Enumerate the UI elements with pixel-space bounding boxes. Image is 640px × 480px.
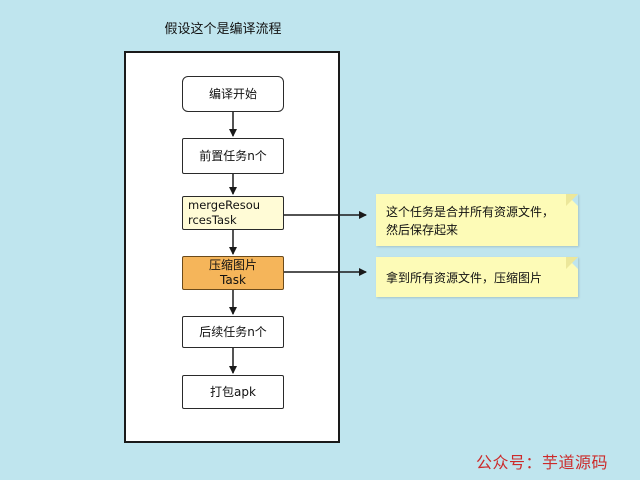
note-fold-corner xyxy=(566,194,578,206)
node-pre-tasks-label: 前置任务n个 xyxy=(199,148,267,163)
note-compress-line: 拿到所有资源文件，压缩图片 xyxy=(386,271,543,285)
node-package-apk: 打包apk xyxy=(182,375,284,409)
note-merge-description: 这个任务是合并所有资源文件， 然后保存起来 xyxy=(376,194,578,246)
diagram-title: 假设这个是编译流程 xyxy=(164,22,282,37)
node-post-tasks-label: 后续任务n个 xyxy=(199,324,267,339)
node-package-apk-label: 打包apk xyxy=(210,384,256,399)
node-compress-label-line2: Task xyxy=(220,273,246,287)
node-merge-resources-task: mergeResou rcesTask xyxy=(182,196,284,230)
node-compress-images-task: 压缩图片 Task xyxy=(182,256,284,290)
note-compress-description: 拿到所有资源文件，压缩图片 xyxy=(376,257,578,297)
node-post-tasks: 后续任务n个 xyxy=(182,316,284,348)
note-merge-line2: 然后保存起来 xyxy=(386,223,459,237)
node-compile-start-label: 编译开始 xyxy=(208,86,257,101)
node-merge-label-line1: mergeResou xyxy=(188,198,261,212)
node-pre-tasks: 前置任务n个 xyxy=(182,138,284,174)
note-fold-corner xyxy=(566,257,578,269)
note-merge-line1: 这个任务是合并所有资源文件， xyxy=(386,205,555,219)
node-merge-label-line2: rcesTask xyxy=(188,213,237,227)
node-compile-start: 编译开始 xyxy=(182,76,284,112)
node-compress-label-line1: 压缩图片 xyxy=(208,258,257,272)
watermark-text: 公众号：芋道源码 xyxy=(476,453,609,472)
